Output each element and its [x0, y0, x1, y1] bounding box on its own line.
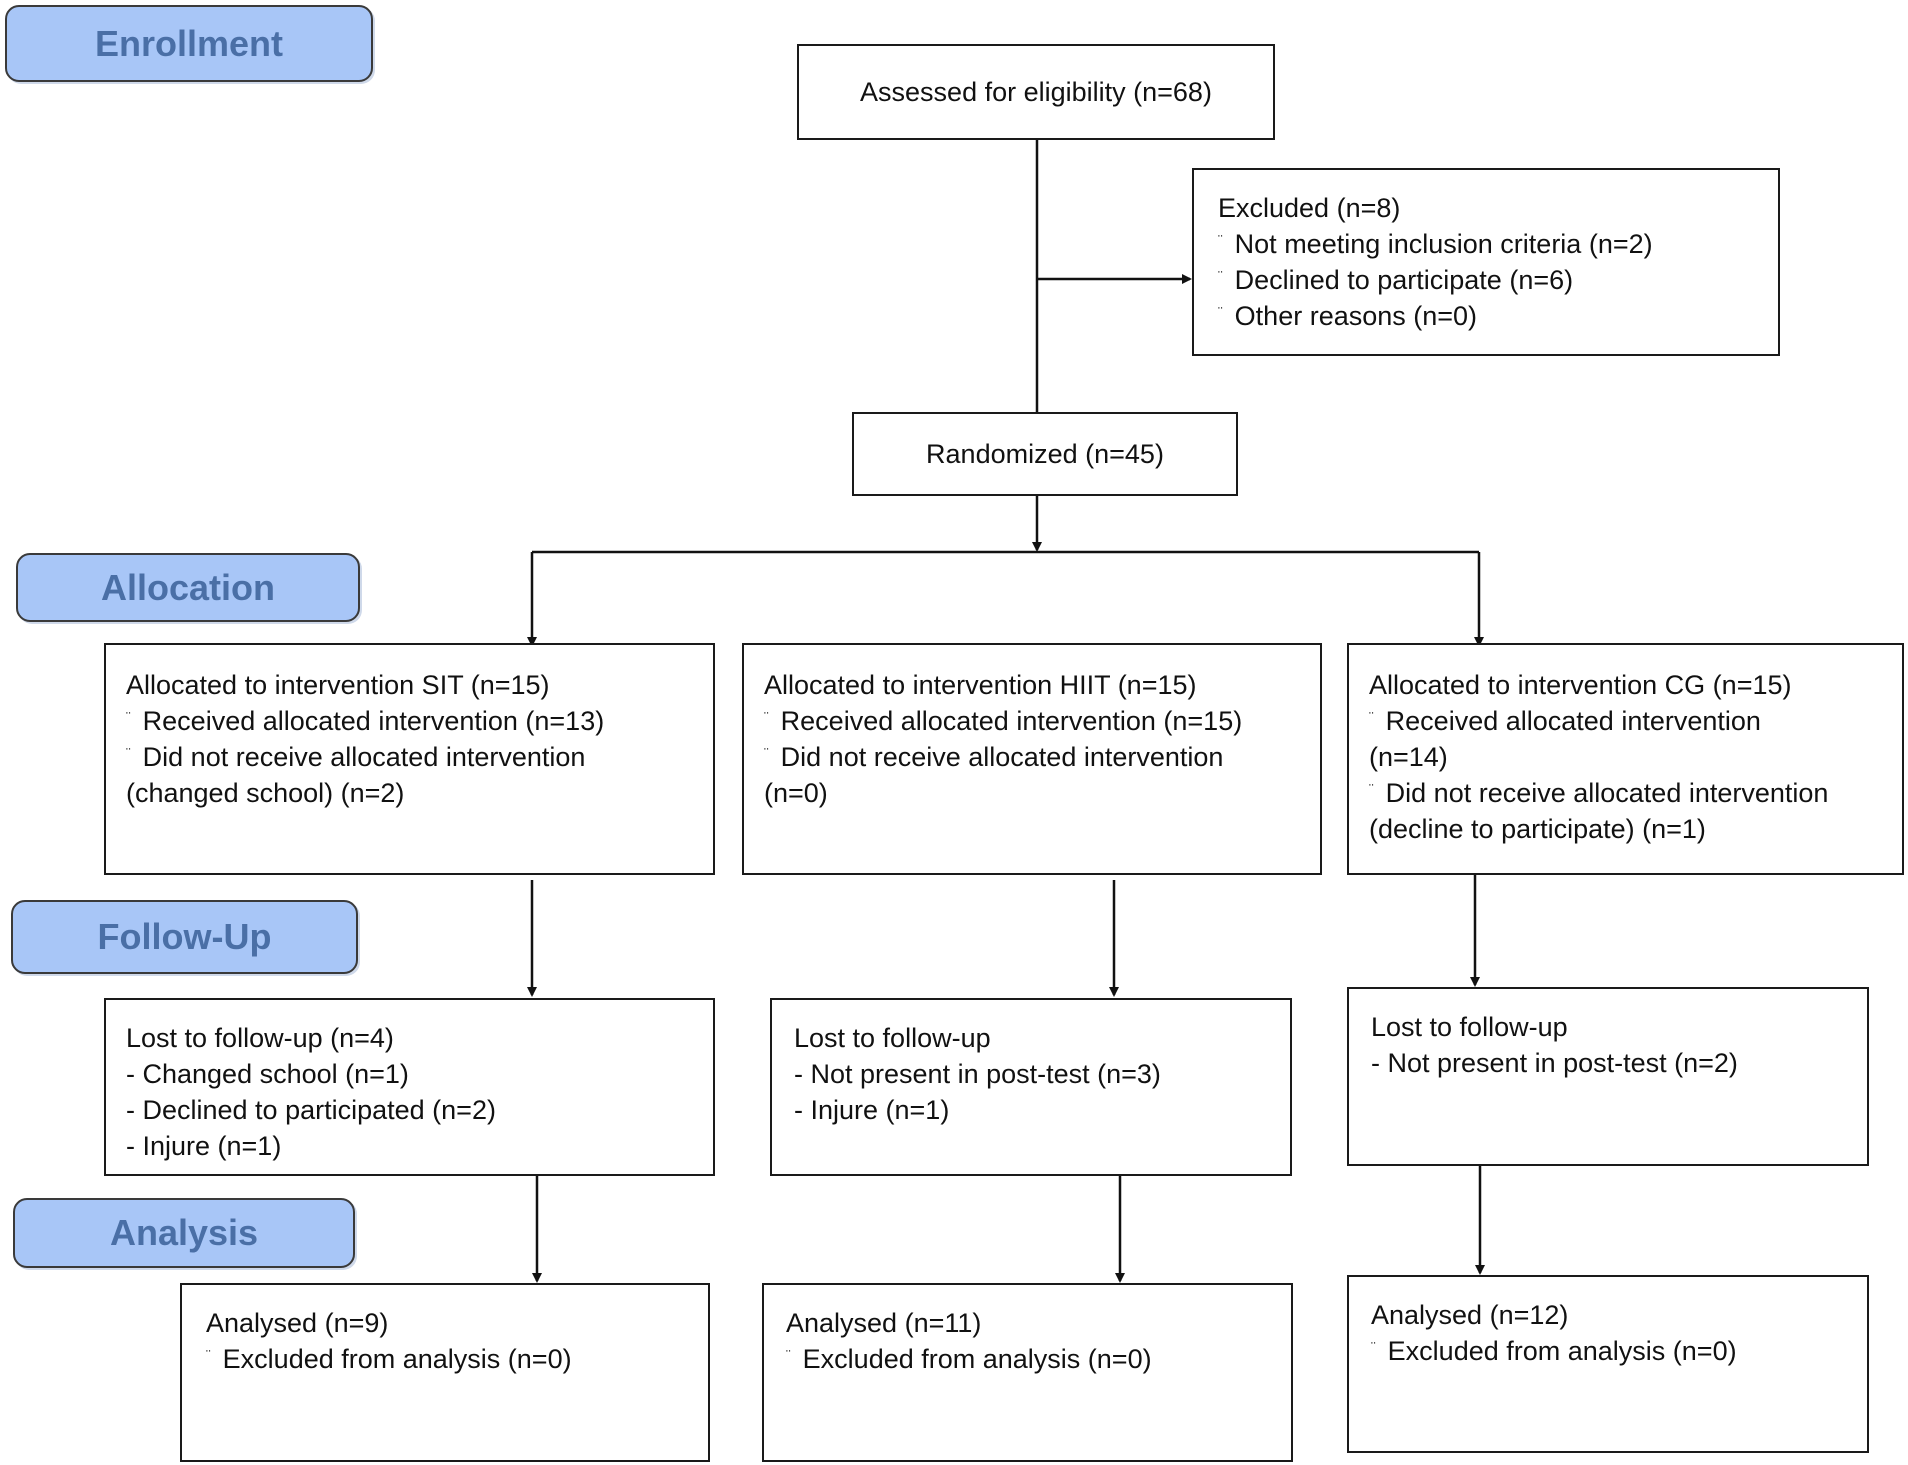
allocation-hiit-box: Allocated to intervention HIIT (n=15) ¨R… [742, 643, 1322, 875]
bullet-icon: ¨ [1218, 268, 1223, 284]
excluded-box: Excluded (n=8) ¨Not meeting inclusion cr… [1192, 168, 1780, 356]
allocation-sit-title: Allocated to intervention SIT (n=15) [126, 670, 550, 700]
analysis-hiit-excluded: ¨Excluded from analysis (n=0) [786, 1344, 1152, 1374]
excluded-item: ¨Declined to participate (n=6) [1218, 265, 1574, 295]
followup-cg-item: - Not present in post-test (n=2) [1371, 1048, 1738, 1078]
bullet-icon: ¨ [1369, 709, 1374, 725]
analysis-cg-excluded: ¨Excluded from analysis (n=0) [1371, 1336, 1737, 1366]
allocation-sit-received: ¨Received allocated intervention (n=13) [126, 706, 605, 736]
stage-label-follow-up: Follow-Up [11, 900, 358, 974]
allocation-sit-box: Allocated to intervention SIT (n=15) ¨Re… [104, 643, 715, 875]
allocation-hiit-received: ¨Received allocated intervention (n=15) [764, 706, 1243, 736]
excluded-title: Excluded (n=8) [1218, 193, 1401, 223]
assessed-text: Assessed for eligibility (n=68) [860, 77, 1212, 107]
bullet-icon: ¨ [1371, 1339, 1376, 1355]
randomized-box: Randomized (n=45) [852, 412, 1238, 496]
analysis-hiit-title: Analysed (n=11) [786, 1308, 982, 1338]
bullet-icon: ¨ [764, 745, 769, 761]
followup-cg-title: Lost to follow-up [1371, 1012, 1568, 1042]
allocation-sit-not-received-detail: (changed school) (n=2) [126, 778, 405, 808]
bullet-icon: ¨ [764, 709, 769, 725]
followup-cg-box: Lost to follow-up - Not present in post-… [1347, 987, 1869, 1166]
allocation-cg-not-received-detail: (decline to participate) (n=1) [1369, 814, 1706, 844]
bullet-icon: ¨ [126, 745, 131, 761]
assessed-box: Assessed for eligibility (n=68) [797, 44, 1275, 140]
analysis-sit-excluded: ¨Excluded from analysis (n=0) [206, 1344, 572, 1374]
stage-label-allocation: Allocation [16, 553, 360, 622]
followup-sit-item: - Injure (n=1) [126, 1131, 282, 1161]
randomized-text: Randomized (n=45) [926, 439, 1164, 469]
followup-sit-title: Lost to follow-up (n=4) [126, 1023, 394, 1053]
followup-sit-box: Lost to follow-up (n=4) - Changed school… [104, 998, 715, 1176]
analysis-cg-title: Analysed (n=12) [1371, 1300, 1569, 1330]
allocation-hiit-not-received: ¨Did not receive allocated intervention [764, 742, 1224, 772]
allocation-hiit-title: Allocated to intervention HIIT (n=15) [764, 670, 1197, 700]
analysis-hiit-box: Analysed (n=11) ¨Excluded from analysis … [762, 1283, 1293, 1462]
bullet-icon: ¨ [206, 1347, 211, 1363]
analysis-cg-box: Analysed (n=12) ¨Excluded from analysis … [1347, 1275, 1869, 1453]
stage-label-analysis: Analysis [13, 1198, 355, 1268]
followup-sit-item: - Changed school (n=1) [126, 1059, 409, 1089]
followup-hiit-item: - Not present in post-test (n=3) [794, 1059, 1161, 1089]
analysis-sit-box: Analysed (n=9) ¨Excluded from analysis (… [180, 1283, 710, 1462]
stage-label-enrollment: Enrollment [5, 5, 373, 82]
allocation-cg-not-received: ¨Did not receive allocated intervention [1369, 778, 1829, 808]
allocation-sit-not-received: ¨Did not receive allocated intervention [126, 742, 586, 772]
followup-hiit-title: Lost to follow-up [794, 1023, 991, 1053]
followup-hiit-item: - Injure (n=1) [794, 1095, 950, 1125]
allocation-cg-box: Allocated to intervention CG (n=15) ¨Rec… [1347, 643, 1904, 875]
bullet-icon: ¨ [1218, 304, 1223, 320]
followup-sit-item: - Declined to participated (n=2) [126, 1095, 496, 1125]
allocation-cg-received: ¨Received allocated intervention [1369, 706, 1761, 736]
allocation-hiit-not-received-detail: (n=0) [764, 778, 828, 808]
bullet-icon: ¨ [1369, 781, 1374, 797]
excluded-item: ¨Not meeting inclusion criteria (n=2) [1218, 229, 1653, 259]
allocation-cg-received-detail: (n=14) [1369, 742, 1448, 772]
bullet-icon: ¨ [786, 1347, 791, 1363]
excluded-item: ¨Other reasons (n=0) [1218, 301, 1478, 331]
followup-hiit-box: Lost to follow-up - Not present in post-… [770, 998, 1292, 1176]
bullet-icon: ¨ [126, 709, 131, 725]
bullet-icon: ¨ [1218, 232, 1223, 248]
analysis-sit-title: Analysed (n=9) [206, 1308, 389, 1338]
allocation-cg-title: Allocated to intervention CG (n=15) [1369, 670, 1792, 700]
